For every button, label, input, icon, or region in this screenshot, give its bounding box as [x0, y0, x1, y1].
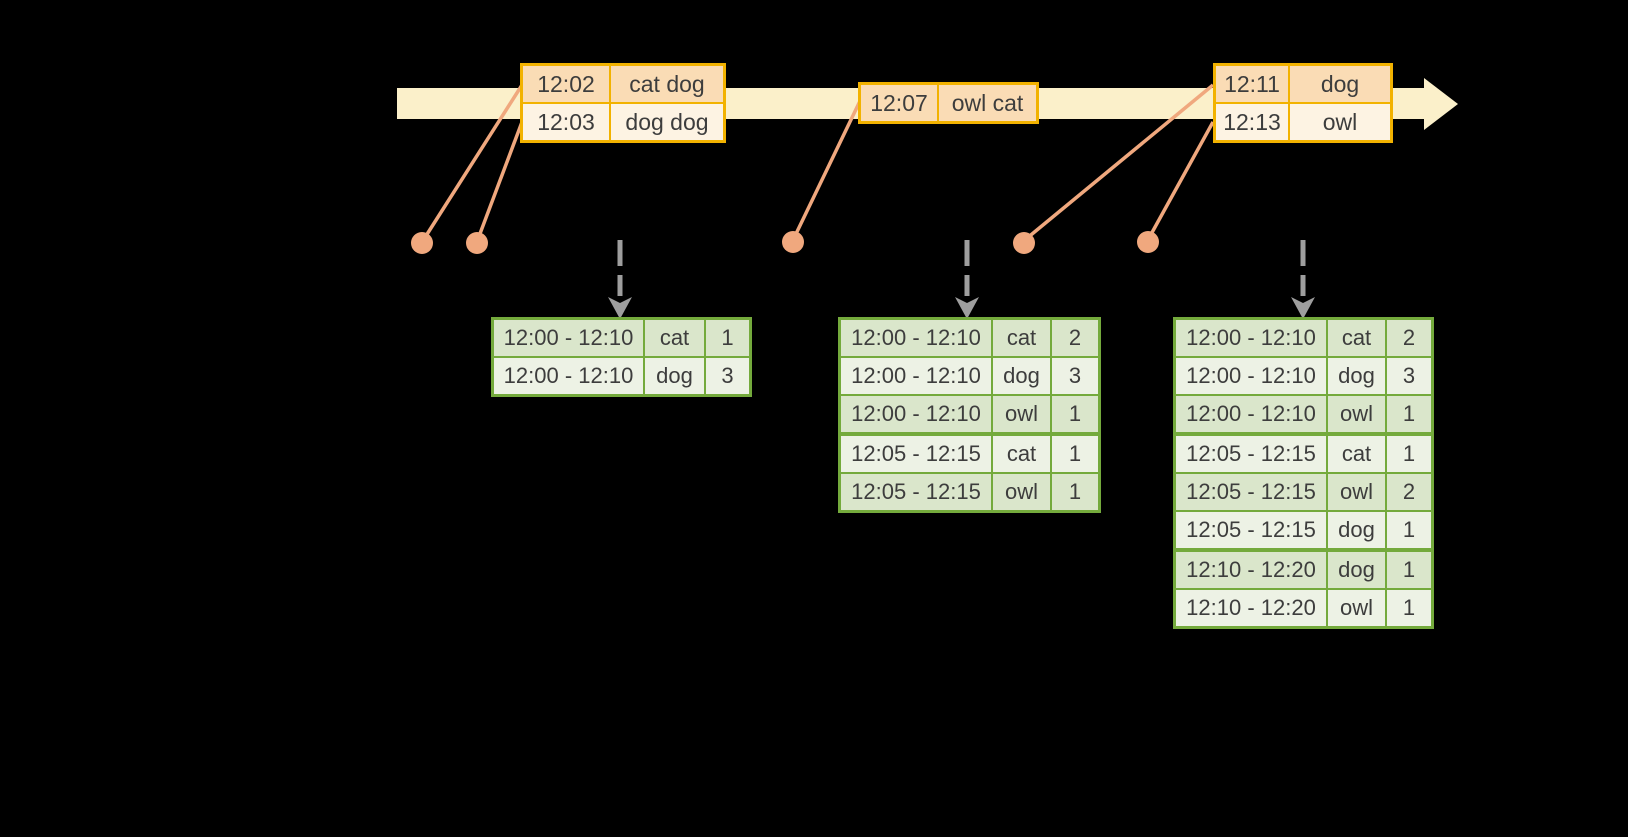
window-cell: 12:00 - 12:10	[841, 396, 991, 432]
count-cell: 1	[1052, 474, 1098, 510]
event-dot-icon	[466, 232, 488, 254]
trigger-arrow-icon	[1291, 240, 1315, 319]
word-cell: owl	[1328, 396, 1385, 432]
event-time-cell: 12:07	[861, 85, 937, 121]
event-dot-icon	[411, 232, 433, 254]
window-cell: 12:05 - 12:15	[1176, 474, 1326, 510]
window-cell: 12:00 - 12:10	[1176, 358, 1326, 394]
count-cell: 2	[1387, 320, 1431, 356]
event-dot-icon	[782, 231, 804, 253]
window-cell: 12:05 - 12:15	[841, 474, 991, 510]
word-cell: dog	[1328, 512, 1385, 548]
window-cell: 12:00 - 12:10	[494, 358, 643, 394]
word-cell: owl	[993, 396, 1050, 432]
window-cell: 12:10 - 12:20	[1176, 590, 1326, 626]
event-time-cell: 12:03	[523, 104, 609, 140]
connector-line	[1147, 121, 1215, 239]
count-cell: 1	[1052, 396, 1098, 432]
event-time-cell: 12:13	[1216, 104, 1288, 140]
connector-line	[476, 121, 524, 240]
event-words-cell: owl cat	[939, 85, 1036, 121]
count-cell: 2	[1387, 474, 1431, 510]
window-cell: 12:00 - 12:10	[1176, 396, 1326, 432]
word-cell: cat	[993, 320, 1050, 356]
event-time-cell: 12:02	[523, 66, 609, 102]
count-cell: 1	[1052, 436, 1098, 472]
window-cell: 12:10 - 12:20	[1176, 552, 1326, 588]
count-cell: 1	[1387, 552, 1431, 588]
word-cell: owl	[993, 474, 1050, 510]
count-cell: 3	[706, 358, 749, 394]
window-cell: 12:00 - 12:10	[841, 320, 991, 356]
event-words-cell: cat dog	[611, 66, 723, 102]
word-cell: dog	[993, 358, 1050, 394]
word-cell: cat	[645, 320, 704, 356]
count-cell: 3	[1387, 358, 1431, 394]
count-cell: 1	[1387, 436, 1431, 472]
window-cell: 12:05 - 12:15	[841, 436, 991, 472]
count-cell: 1	[1387, 590, 1431, 626]
word-cell: cat	[1328, 320, 1385, 356]
timeline-arrowhead-icon	[1424, 78, 1458, 130]
word-cell: dog	[1328, 552, 1385, 588]
word-cell: cat	[993, 436, 1050, 472]
event-words-cell: dog	[1290, 66, 1390, 102]
window-cell: 12:00 - 12:10	[494, 320, 643, 356]
event-dot-icon	[1137, 231, 1159, 253]
window-cell: 12:00 - 12:10	[1176, 320, 1326, 356]
event-words-cell: owl	[1290, 104, 1390, 140]
count-cell: 1	[706, 320, 749, 356]
word-cell: owl	[1328, 590, 1385, 626]
event-dot-icon	[1013, 232, 1035, 254]
word-cell: owl	[1328, 474, 1385, 510]
word-cell: dog	[1328, 358, 1385, 394]
window-cell: 12:00 - 12:10	[841, 358, 991, 394]
count-cell: 3	[1052, 358, 1098, 394]
trigger-arrow-icon	[608, 240, 632, 319]
window-cell: 12:05 - 12:15	[1176, 512, 1326, 548]
count-cell: 1	[1387, 396, 1431, 432]
count-cell: 2	[1052, 320, 1098, 356]
trigger-arrow-icon	[955, 240, 979, 319]
connector-line	[792, 100, 862, 239]
word-cell: cat	[1328, 436, 1385, 472]
event-words-cell: dog dog	[611, 104, 723, 140]
count-cell: 1	[1387, 512, 1431, 548]
window-cell: 12:05 - 12:15	[1176, 436, 1326, 472]
word-cell: dog	[645, 358, 704, 394]
event-time-cell: 12:11	[1216, 66, 1288, 102]
